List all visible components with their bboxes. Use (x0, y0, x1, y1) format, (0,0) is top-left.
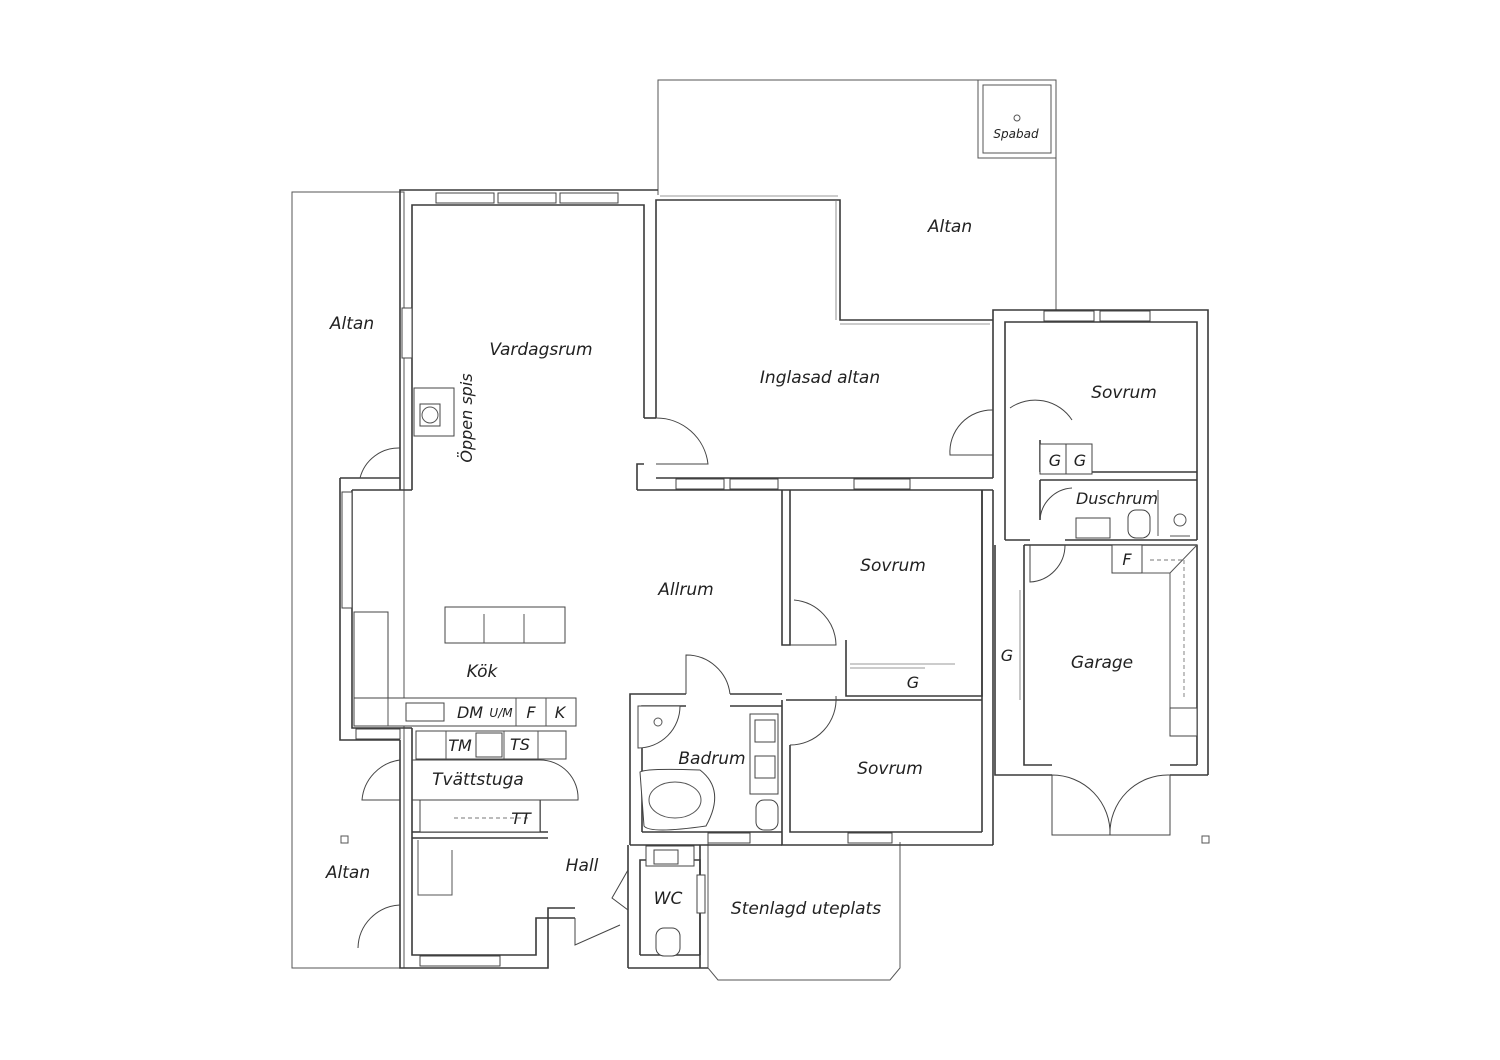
label-k-kok: K (555, 703, 567, 722)
label-tvattstuga: Tvättstuga (432, 770, 524, 790)
exterior-walls (339, 189, 1209, 969)
label-vardagsrum: Vardagsrum (489, 340, 592, 360)
label-spabad: Spabad (993, 127, 1039, 141)
label-stenlagd-uteplats: Stenlagd uteplats (731, 899, 881, 919)
label-garage: Garage (1071, 653, 1133, 673)
label-altan-left: Altan (329, 314, 374, 334)
label-g1: G (1049, 451, 1061, 470)
label-allrum: Allrum (657, 580, 713, 600)
label-altan-bottom: Altan (325, 863, 370, 883)
room-labels: Altan Altan Altan Vardagsrum Öppen spis … (325, 127, 1158, 919)
label-kok: Kök (467, 662, 499, 682)
label-inglasad-altan: Inglasad altan (760, 368, 880, 388)
label-oppen-spis: Öppen spis (457, 373, 476, 462)
label-f-garage: F (1122, 550, 1132, 569)
label-sovrum-top: Sovrum (1091, 383, 1157, 403)
windows (341, 192, 1151, 967)
spabad (977, 79, 1057, 159)
label-g-sovrum: G (907, 673, 919, 692)
label-ts: TS (510, 735, 530, 754)
label-altan-top: Altan (927, 217, 972, 237)
fixtures (353, 387, 1199, 957)
label-duschrum: Duschrum (1076, 489, 1158, 508)
label-tm: TM (448, 736, 472, 755)
doors (357, 399, 1171, 949)
label-g-garage: G (1001, 646, 1013, 665)
label-sovrum-bottom: Sovrum (857, 759, 923, 779)
label-badrum: Badrum (678, 749, 745, 769)
label-sovrum-mid: Sovrum (860, 556, 926, 576)
label-tt: TT (511, 809, 532, 828)
label-dm: DM (457, 703, 483, 722)
label-um: U/M (489, 706, 513, 720)
label-wc: WC (654, 889, 683, 909)
label-g2: G (1074, 451, 1086, 470)
label-f-kok: F (526, 703, 536, 722)
label-hall: Hall (566, 856, 599, 876)
altan-terraces (291, 79, 1210, 981)
fixture-labels: G G G G F DM U/M F K TM TS TT (448, 451, 1132, 828)
